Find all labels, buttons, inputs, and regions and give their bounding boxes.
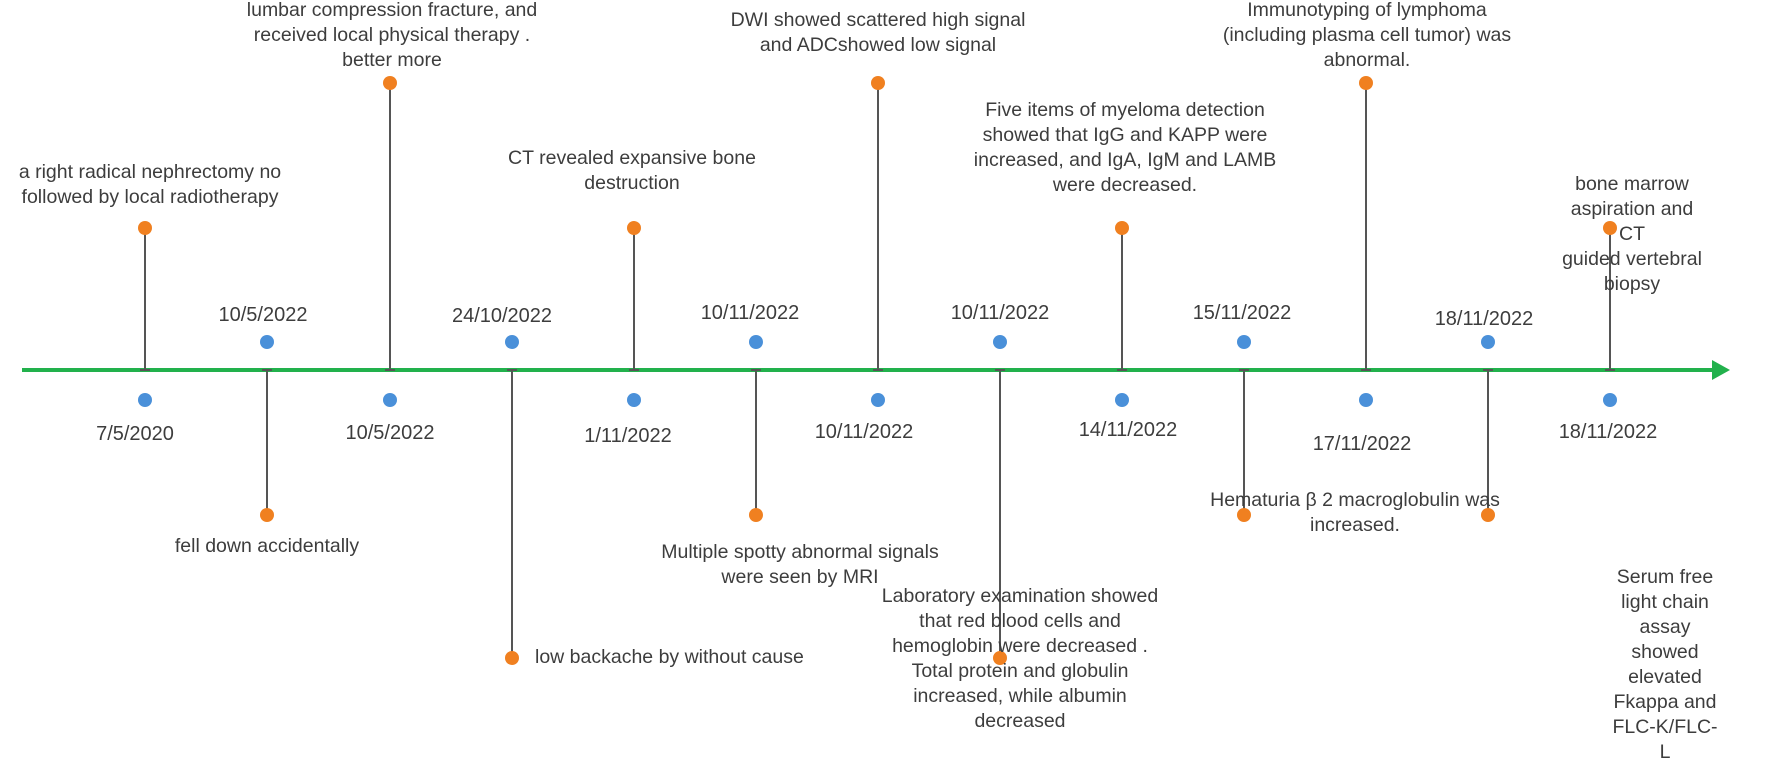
date-dot: [993, 335, 1007, 349]
event-label: Five items of myeloma detection showed t…: [973, 99, 1277, 196]
date-dot: [1237, 335, 1251, 349]
date-label: 14/11/2022: [1078, 419, 1178, 441]
date-label: 10/11/2022: [814, 421, 914, 443]
event-label: fell down accidentally: [174, 535, 360, 557]
event-dot: [1603, 221, 1617, 235]
date-label: 10/11/2022: [950, 302, 1050, 324]
date-label: 1/11/2022: [584, 425, 672, 447]
event-label: bone marrow aspiration and CT guided ver…: [1562, 173, 1702, 295]
event-label: Immunotyping of lymphoma (including plas…: [1222, 0, 1512, 71]
event-dot: [383, 76, 397, 90]
date-dot: [138, 393, 152, 407]
event-label: lumbar compression fracture, and receive…: [246, 0, 538, 71]
date-dot: [1603, 393, 1617, 407]
date-dot: [1481, 335, 1495, 349]
date-dot: [383, 393, 397, 407]
date-dot: [871, 393, 885, 407]
event-dot: [1359, 76, 1373, 90]
event-dot: [138, 221, 152, 235]
event-label: DWI showed scattered high signal and ADC…: [730, 9, 1026, 56]
event-dot: [1481, 508, 1495, 522]
event-dot: [1237, 508, 1251, 522]
timeline-diagram: [22, 76, 1730, 665]
date-label: 10/11/2022: [700, 302, 800, 324]
event-dot: [871, 76, 885, 90]
event-dot: [1115, 221, 1129, 235]
event-label: low backache by without cause: [535, 646, 804, 668]
event-dot: [993, 651, 1007, 665]
event-dot: [749, 508, 763, 522]
date-dot: [627, 393, 641, 407]
date-label: 10/5/2022: [345, 422, 435, 444]
date-dot: [260, 335, 274, 349]
date-label: 7/5/2020: [96, 423, 174, 445]
date-dot: [505, 335, 519, 349]
date-label: 18/11/2022: [1558, 421, 1658, 443]
event-label: a right radical nephrectomy no followed …: [18, 161, 282, 208]
timeline-arrowhead: [1712, 360, 1730, 380]
event-dot: [505, 651, 519, 665]
date-label: 15/11/2022: [1192, 302, 1292, 324]
event-label: Multiple spotty abnormal signals were se…: [661, 541, 939, 588]
event-label: CT revealed expansive bone destruction: [508, 147, 756, 194]
event-label: Hematuria β 2 macroglobulin was increase…: [1210, 489, 1500, 536]
date-dot: [1359, 393, 1373, 407]
date-label: 10/5/2022: [218, 304, 308, 326]
event-dot: [627, 221, 641, 235]
date-dot: [1115, 393, 1129, 407]
event-label: Laboratory examination showed that red b…: [881, 585, 1159, 732]
event-label: Serum free light chain assay showed elev…: [1612, 566, 1718, 763]
date-label: 24/10/2022: [451, 305, 553, 327]
date-label: 17/11/2022: [1312, 433, 1412, 455]
date-label: 18/11/2022: [1434, 308, 1534, 330]
date-dot: [749, 335, 763, 349]
event-dot: [260, 508, 274, 522]
